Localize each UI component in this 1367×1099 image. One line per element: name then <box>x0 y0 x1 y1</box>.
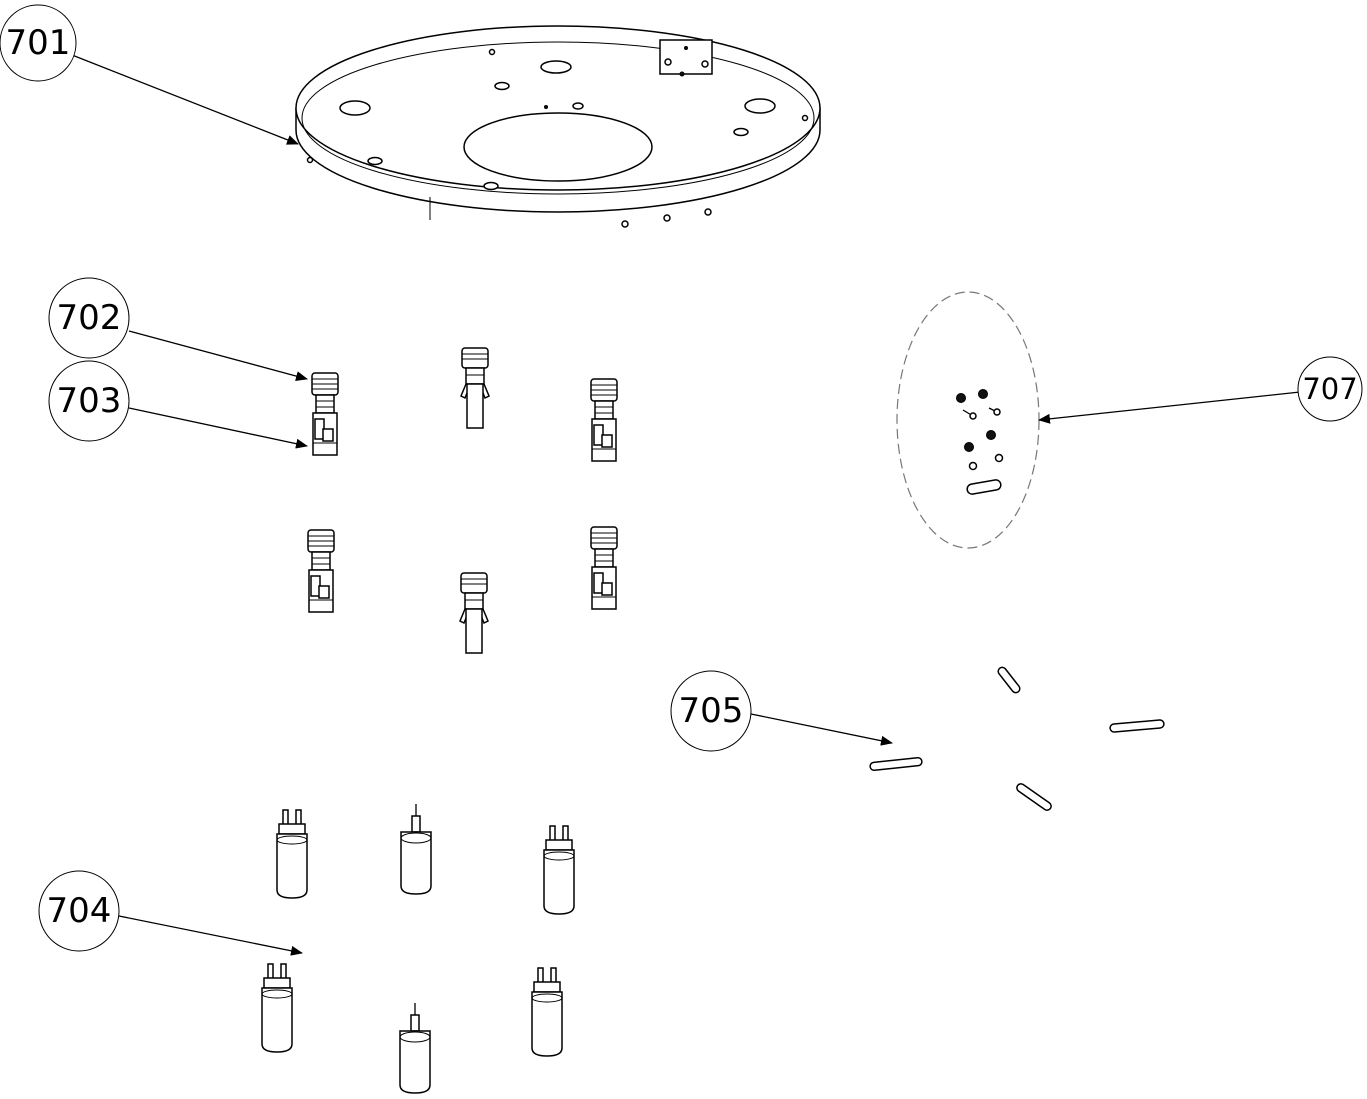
cylinder-part-1 <box>276 809 308 899</box>
pin-connector-part-1 <box>460 347 490 429</box>
pin-part-3 <box>997 666 1021 694</box>
callout-702: 702 <box>48 277 130 359</box>
pin-part-2 <box>1109 719 1165 733</box>
cylinder-part-5 <box>531 967 563 1057</box>
callout-702-label: 702 <box>57 298 122 338</box>
callout-703: 703 <box>48 360 130 442</box>
leader-703 <box>128 407 308 449</box>
connector-part-4 <box>590 526 618 610</box>
connector-part-2 <box>590 378 618 462</box>
callout-703-label: 703 <box>57 381 122 421</box>
pin-part-1 <box>869 756 923 772</box>
cylinder-part-6 <box>399 1002 431 1094</box>
leader-701 <box>71 54 299 145</box>
connector-part-1 <box>311 372 339 456</box>
callout-704-label: 704 <box>47 891 112 931</box>
callout-704: 704 <box>38 870 120 952</box>
cylinder-part-4 <box>261 963 293 1053</box>
tray-part <box>295 25 821 228</box>
callout-707-label: 707 <box>1302 372 1357 406</box>
cylinder-part-3 <box>543 825 575 915</box>
leader-707 <box>1038 391 1301 424</box>
connector-part-3 <box>307 529 335 613</box>
cylinder-part-2 <box>400 803 432 895</box>
leader-704 <box>118 915 303 956</box>
leader-705 <box>750 713 893 746</box>
pin-part-4 <box>1016 783 1052 811</box>
pin-connector-part-2 <box>459 572 489 654</box>
callout-707: 707 <box>1297 356 1363 422</box>
hardware-kit-detail <box>896 291 1040 549</box>
callout-705-label: 705 <box>679 691 744 731</box>
callout-705: 705 <box>670 670 752 752</box>
callout-701: 701 <box>0 4 77 82</box>
leader-702 <box>128 330 308 381</box>
callout-701-label: 701 <box>6 23 71 63</box>
